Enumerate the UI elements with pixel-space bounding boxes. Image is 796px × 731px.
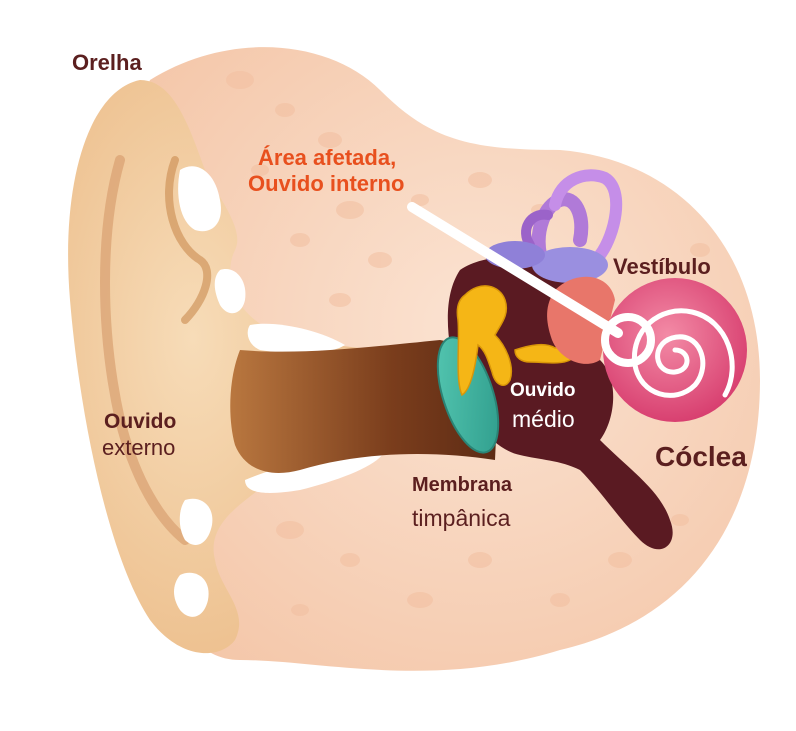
label-affected-area-line2: Ouvido interno (248, 171, 405, 196)
tympanic-membrane (436, 336, 500, 454)
label-ouvido-externo-line2: externo (102, 435, 176, 460)
label-ouvido-medio-line2: médio (512, 406, 575, 432)
label-orelha: Orelha (72, 50, 142, 75)
ear-inner-ridge (165, 156, 212, 324)
label-vestibulo: Vestíbulo (613, 254, 711, 279)
cartilage-highlights (174, 166, 385, 617)
label-ouvido-medio-line1: Ouvido (510, 380, 576, 401)
ear-fold (100, 155, 190, 545)
label-coclea: Cóclea (655, 441, 747, 472)
cochlea-spiral (631, 308, 735, 398)
label-ouvido-externo-line1: Ouvido (104, 410, 177, 433)
affected-area-pointer (407, 202, 623, 338)
label-affected-area-line1: Área afetada, (258, 145, 397, 170)
label-membrana-line2: timpânica (412, 505, 511, 531)
bone-texture (226, 71, 710, 616)
middle-ear-cavity (447, 257, 673, 550)
label-membrana-line1: Membrana (412, 474, 513, 496)
affected-area-ring (601, 313, 655, 367)
ossicles (456, 285, 572, 397)
outer-ear (68, 80, 380, 654)
ear-canal (230, 340, 500, 473)
